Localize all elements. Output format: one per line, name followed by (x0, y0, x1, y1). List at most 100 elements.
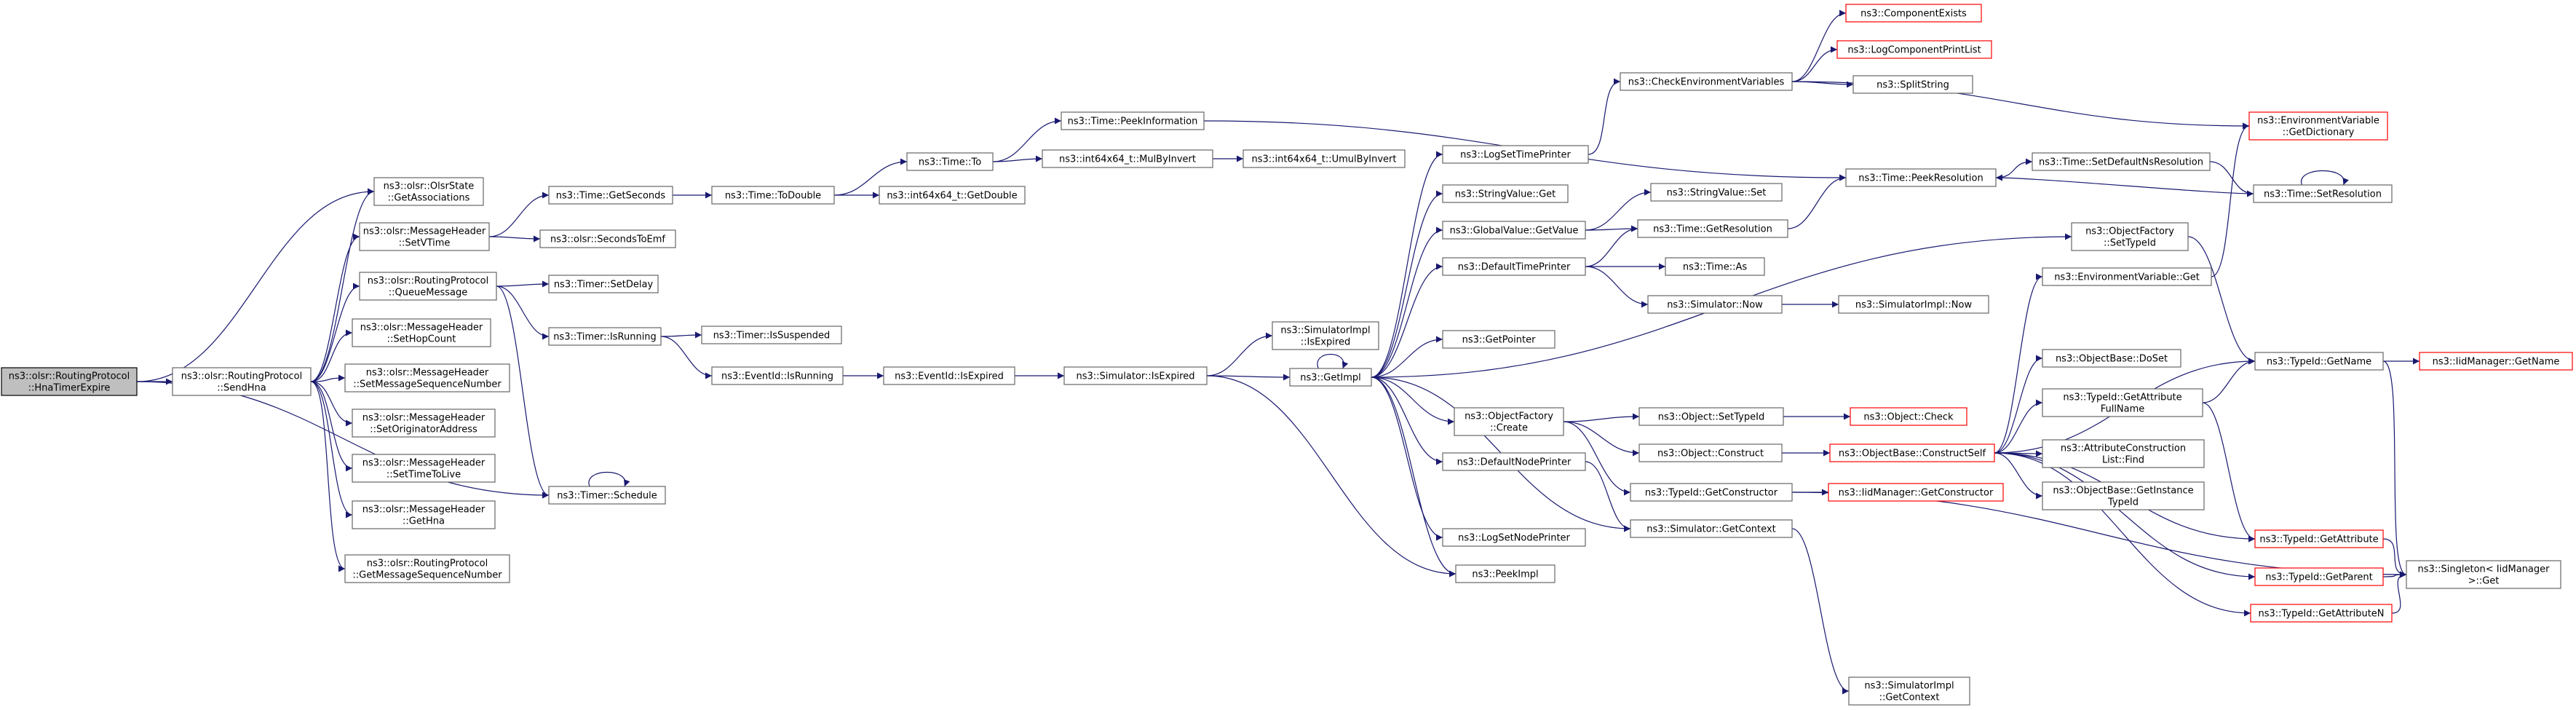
graph-node-tidgetattrn[interactable]: ns3::TypeId::GetAttributeN (2250, 604, 2393, 623)
graph-node-setttl[interactable]: ns3::olsr::MessageHeader::SetTimeToLive (352, 454, 496, 483)
graph-node-objfactcreate[interactable]: ns3::ObjectFactory::Create (1454, 407, 1564, 436)
graph-node-strset[interactable]: ns3::StringValue::Set (1650, 183, 1783, 202)
graph-node-setorig[interactable]: ns3::olsr::MessageHeader::SetOriginatorA… (352, 409, 496, 438)
graph-node-obdoset[interactable]: ns3::ObjectBase::DoSet (2042, 349, 2181, 368)
call-edge-sendhna-to-setvtime (310, 233, 360, 382)
graph-node-schedule[interactable]: ns3::Timer::Schedule (548, 486, 666, 505)
graph-node-secstoemf[interactable]: ns3::olsr::SecondsToEmf (539, 229, 676, 248)
graph-node-root[interactable]: ns3::olsr::RoutingProtocol::HnaTimerExpi… (1, 367, 138, 396)
graph-node-eidexpired[interactable]: ns3::EventId::IsExpired (883, 366, 1015, 385)
graph-node-setvtime[interactable]: ns3::olsr::MessageHeader::SetVTime (359, 222, 490, 251)
graph-node-splitstring[interactable]: ns3::SplitString (1852, 75, 1973, 94)
node-box (1638, 443, 1783, 462)
graph-node-envget[interactable]: ns3::EnvironmentVariable::Get (2042, 267, 2212, 286)
graph-node-getassoc[interactable]: ns3::olsr::OlsrState::GetAssociations (373, 177, 484, 206)
call-edge-tidattrfull-to-tidgetattr (2202, 402, 2256, 543)
graph-node-issuspended[interactable]: ns3::Timer::IsSuspended (701, 326, 842, 344)
graph-node-simgetctx[interactable]: ns3::Simulator::GetContext (1630, 519, 1793, 538)
graph-node-gethna[interactable]: ns3::olsr::MessageHeader::GetHna (352, 500, 496, 529)
node-label: ns3::int64x64_t::MulByInvert (1059, 154, 1196, 165)
graph-node-setmsn[interactable]: ns3::olsr::MessageHeader::SetMessageSequ… (344, 363, 510, 393)
graph-node-setdefns[interactable]: ns3::Time::SetDefaultNsResolution (2032, 152, 2211, 171)
node-box (2042, 481, 2205, 510)
graph-node-todouble[interactable]: ns3::Time::ToDouble (711, 186, 835, 205)
graph-node-peekres[interactable]: ns3::Time::PeekResolution (1845, 168, 1997, 187)
graph-node-objcheck[interactable]: ns3::Object::Check (1850, 407, 1967, 426)
call-edge-getimpl-to-deftimeprinter (1371, 263, 1443, 378)
graph-node-setres[interactable]: ns3::Time::SetResolution (2253, 184, 2393, 203)
graph-node-objconstruct[interactable]: ns3::Object::Construct (1638, 443, 1783, 462)
graph-node-setdelay[interactable]: ns3::Timer::SetDelay (548, 275, 659, 293)
graph-node-logsetnode[interactable]: ns3::LogSetNodePrinter (1442, 528, 1586, 547)
graph-node-getmsn[interactable]: ns3::olsr::RoutingProtocol::GetMessageSe… (344, 554, 510, 583)
node-box (1442, 528, 1586, 547)
graph-node-simimplexpired[interactable]: ns3::SimulatorImpl::IsExpired (1272, 321, 1379, 350)
graph-node-globalget[interactable]: ns3::GlobalValue::GetValue (1442, 221, 1586, 240)
graph-node-deftimeprinter[interactable]: ns3::DefaultTimePrinter (1442, 257, 1586, 276)
call-edge-queuemsg-to-schedule (496, 285, 550, 499)
graph-node-tidgetname[interactable]: ns3::TypeId::GetName (2254, 352, 2384, 371)
graph-node-tidgetctor[interactable]: ns3::TypeId::GetConstructor (1630, 483, 1793, 502)
graph-node-getseconds[interactable]: ns3::Time::GetSeconds (548, 186, 673, 205)
graph-node-compexists[interactable]: ns3::ComponentExists (1845, 4, 1982, 23)
graph-node-strget[interactable]: ns3::StringValue::Get (1442, 184, 1569, 203)
graph-node-timegetres[interactable]: ns3::Time::GetResolution (1637, 219, 1788, 238)
graph-node-peekimpl[interactable]: ns3::PeekImpl (1455, 564, 1555, 583)
graph-node-timeas[interactable]: ns3::Time::As (1665, 257, 1765, 276)
graph-node-simexpired[interactable]: ns3::Simulator::IsExpired (1063, 366, 1208, 385)
node-label: ns3::Object::Check (1863, 412, 1954, 423)
node-label: ns3::Time::SetDefaultNsResolution (2039, 157, 2203, 168)
node-label: ns3::Timer::SetDelay (554, 280, 654, 291)
graph-node-eidrunning[interactable]: ns3::EventId::IsRunning (711, 366, 844, 385)
graph-node-timeto[interactable]: ns3::Time::To (906, 152, 994, 171)
graph-node-defnodeprinter[interactable]: ns3::DefaultNodePrinter (1442, 452, 1586, 471)
graph-node-objsettid[interactable]: ns3::Object::SetTypeId (1638, 407, 1784, 426)
call-edge-getimpl-to-logsettime (1371, 151, 1443, 378)
node-box (1829, 443, 1995, 462)
graph-node-simimplgetctx[interactable]: ns3::SimulatorImpl::GetContext (1848, 677, 1970, 706)
graph-node-mulbyinv[interactable]: ns3::int64x64_t::MulByInvert (1042, 149, 1213, 168)
graph-node-getpointer[interactable]: ns3::GetPointer (1442, 330, 1555, 349)
graph-node-logsettime[interactable]: ns3::LogSetTimePrinter (1442, 145, 1589, 164)
call-edge-obconstructself-to-obdoset (1994, 355, 2043, 454)
graph-node-iidgetname[interactable]: ns3::IidManager::GetName (2419, 352, 2573, 371)
graph-node-sendhna[interactable]: ns3::olsr::RoutingProtocol::SendHna (172, 367, 312, 396)
node-label: ::Create (1490, 423, 1528, 434)
call-edge-setres-to-peekres (1995, 174, 2254, 194)
graph-node-singleton[interactable]: ns3::Singleton< IidManager>::Get (2406, 560, 2561, 589)
graph-node-simimplnow[interactable]: ns3::SimulatorImpl::Now (1838, 295, 1989, 314)
node-box (1665, 257, 1765, 276)
node-box (1442, 221, 1586, 240)
graph-node-logcompprint[interactable]: ns3::LogComponentPrintList (1836, 40, 1992, 59)
graph-node-queuemsg[interactable]: ns3::olsr::RoutingProtocol::QueueMessage (359, 272, 497, 301)
graph-node-i64getdouble[interactable]: ns3::int64x64_t::GetDouble (879, 186, 1026, 205)
graph-node-simnow[interactable]: ns3::Simulator::Now (1647, 295, 1783, 314)
call-edge-sendhna-to-setttl (310, 381, 353, 472)
node-label: ns3::GetImpl (1300, 373, 1361, 384)
call-edge-getimpl-to-getimpl (1317, 354, 1349, 369)
node-label: ns3::SimulatorImpl (1280, 326, 1370, 336)
node-box (2419, 352, 2573, 371)
graph-node-tidgetparent[interactable]: ns3::TypeId::GetParent (2254, 567, 2384, 586)
graph-node-isrunning[interactable]: ns3::Timer::IsRunning (548, 327, 662, 346)
graph-node-getimpl[interactable]: ns3::GetImpl (1289, 368, 1372, 387)
node-label: ns3::EventId::IsExpired (895, 371, 1004, 382)
node-box (344, 554, 510, 583)
graph-node-iidgetctor[interactable]: ns3::IidManager::GetConstructor (1828, 483, 2004, 502)
call-edge-getimpl-to-defnodeprinter (1371, 376, 1443, 465)
graph-node-tidgetattr[interactable]: ns3::TypeId::GetAttribute (2254, 529, 2384, 548)
call-edge-root-to-getassoc (136, 188, 375, 382)
graph-node-checkenv[interactable]: ns3::CheckEnvironmentVariables (1620, 72, 1793, 91)
node-label: FullName (2101, 404, 2145, 415)
graph-node-umulbyinv[interactable]: ns3::int64x64_t::UmulByInvert (1243, 149, 1406, 168)
graph-node-envgetdict[interactable]: ns3::EnvironmentVariable::GetDictionary (2248, 111, 2388, 141)
graph-node-peekinfo[interactable]: ns3::Time::PeekInformation (1061, 111, 1205, 130)
graph-node-obconstructself[interactable]: ns3::ObjectBase::ConstructSelf (1829, 443, 1995, 462)
graph-node-sethop[interactable]: ns3::olsr::MessageHeader::SetHopCount (352, 318, 491, 347)
graph-node-objfactsettid[interactable]: ns3::ObjectFactory::SetTypeId (2071, 222, 2189, 251)
node-box (373, 177, 484, 206)
node-label: ns3::StringValue::Set (1667, 188, 1767, 199)
